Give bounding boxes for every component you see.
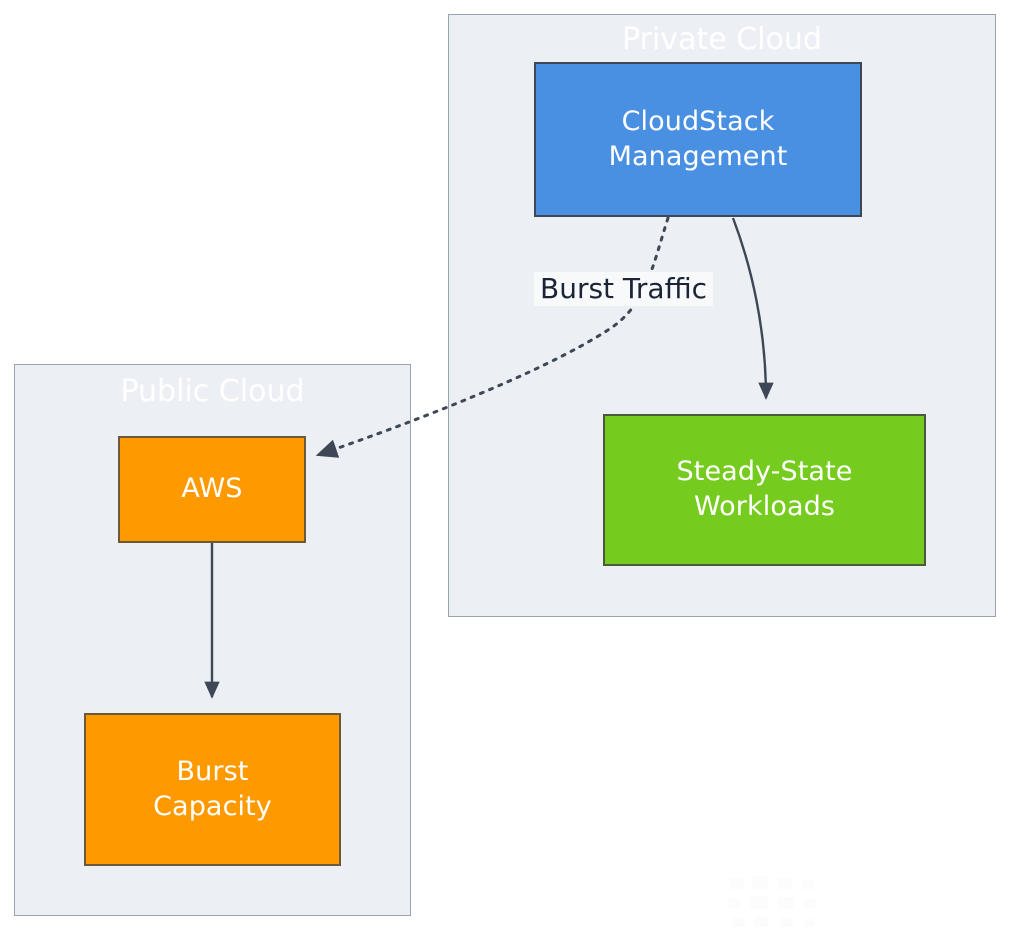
cluster-public-cloud-label: Public Cloud <box>120 374 305 409</box>
node-cloudstack-management[interactable]: CloudStack Management <box>534 62 862 217</box>
node-cloudstack-management-label: CloudStack Management <box>609 105 788 174</box>
node-burst-capacity-label: Burst Capacity <box>153 755 272 824</box>
watermark <box>726 876 838 934</box>
node-cloudstack-management-line-1: CloudStack <box>621 105 775 137</box>
node-steady-state-workloads[interactable]: Steady-State Workloads <box>603 414 926 566</box>
node-steady-state-workloads-line-2: Workloads <box>693 491 836 522</box>
node-cloudstack-management-line-2: Management <box>608 140 788 172</box>
node-burst-capacity[interactable]: Burst Capacity <box>84 713 341 866</box>
cluster-private-cloud-label: Private Cloud <box>622 22 822 57</box>
node-aws[interactable]: AWS <box>118 436 306 543</box>
node-burst-capacity-line-1: Burst <box>176 755 249 787</box>
node-steady-state-workloads-line-1: Steady-State <box>676 456 853 488</box>
edge-burst-traffic-label: Burst Traffic <box>534 272 714 306</box>
node-aws-label: AWS <box>181 472 242 507</box>
node-burst-capacity-line-2: Capacity <box>153 790 272 822</box>
node-steady-state-workloads-label: Steady-State Workloads <box>677 455 853 524</box>
node-aws-line-1: AWS <box>181 473 243 505</box>
